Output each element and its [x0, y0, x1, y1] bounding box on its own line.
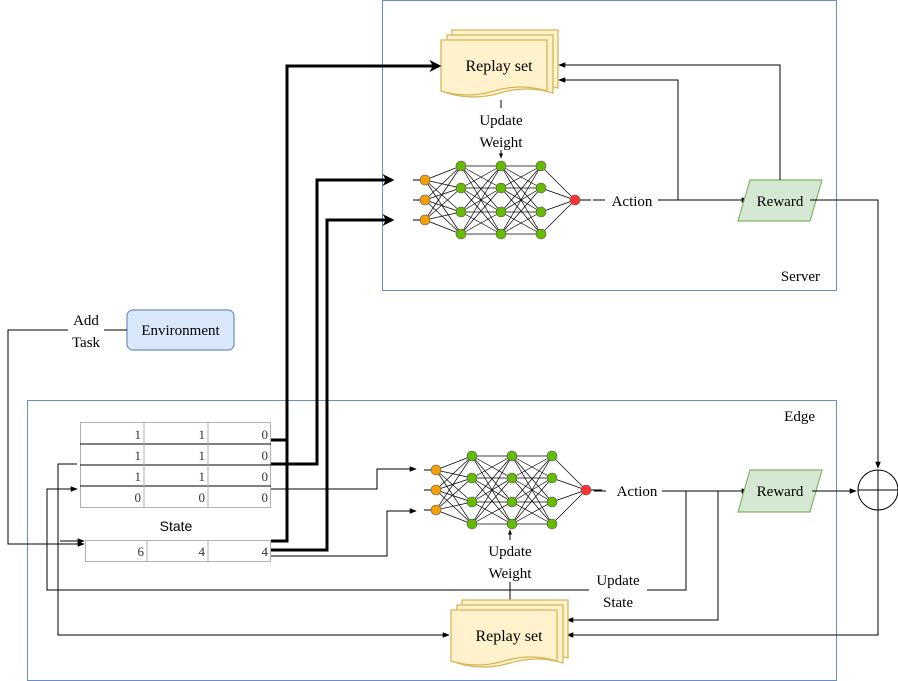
table-cell: 1 — [199, 469, 206, 484]
server-nn-hidden-node — [455, 160, 467, 172]
edge-nn-hidden-node — [546, 496, 558, 508]
edge-nn-hidden-node — [546, 450, 558, 462]
edge-nn-hidden-node — [466, 518, 478, 530]
state-vector: 6 4 4 — [85, 540, 271, 562]
server-action-label: Action — [612, 194, 653, 210]
edge-nn-hidden-node — [506, 496, 518, 508]
server-label: Server — [781, 269, 820, 285]
state-vector-cell: 6 — [138, 544, 145, 559]
edge-replay-set: Replay set — [450, 599, 569, 668]
server-nn-input-node — [419, 174, 431, 186]
edge-nn-hidden-node — [466, 472, 478, 484]
server-nn-hidden-node — [455, 182, 467, 194]
sum-node — [857, 469, 898, 511]
edge-label: Edge — [784, 409, 815, 425]
edge-nn-output-node — [580, 484, 592, 496]
server-panel — [382, 0, 837, 291]
server-nn-hidden-node — [495, 182, 507, 194]
server-reward-label: Reward — [757, 194, 804, 210]
server-nn-input-node — [419, 194, 431, 206]
table-cell: 0 — [262, 448, 269, 463]
table-cell: 0 — [135, 490, 142, 505]
server-nn-hidden-node — [495, 228, 507, 240]
server-nn-hidden-node — [535, 182, 547, 194]
edge-update-label: Update — [488, 544, 532, 560]
edge-nn-input-node — [430, 504, 442, 516]
edge-nn-hidden-node — [466, 496, 478, 508]
edge-update-state-line1: Update — [596, 573, 640, 589]
table-cell: 0 — [262, 490, 269, 505]
server-nn-hidden-node — [455, 206, 467, 218]
edge-nn-hidden-node — [546, 472, 558, 484]
edge-replay-label: Replay set — [475, 628, 543, 645]
table-cell: 1 — [135, 427, 142, 442]
server-update-label: Update — [479, 113, 523, 129]
server-nn-output-node — [569, 194, 581, 206]
server-weight-label: Weight — [480, 135, 524, 151]
server-nn-hidden-node — [535, 206, 547, 218]
server-replay-label: Replay set — [465, 58, 533, 75]
state-vector-cell: 4 — [199, 544, 206, 559]
server-nn-input-node — [419, 214, 431, 226]
task-label: Task — [72, 335, 101, 351]
server-nn-hidden-node — [495, 206, 507, 218]
edge-reward-label: Reward — [757, 484, 804, 500]
add-label: Add — [73, 313, 99, 329]
edge-action-label: Action — [617, 484, 658, 500]
server-nn-hidden-node — [535, 228, 547, 240]
edge-nn-hidden-node — [506, 450, 518, 462]
edge-update-state-line2: State — [603, 595, 633, 611]
edge-nn-hidden-node — [506, 472, 518, 484]
edge-nn-hidden-node — [466, 450, 478, 462]
edge-nn-hidden-node — [506, 518, 518, 530]
edge-nn-hidden-node — [546, 518, 558, 530]
edge-nn-input-node — [430, 464, 442, 476]
table-cell: 0 — [199, 490, 206, 505]
environment-box: Environment — [126, 309, 235, 351]
table-cell: 1 — [199, 448, 206, 463]
state-vector-cell: 4 — [262, 544, 269, 559]
server-neural-network — [413, 160, 591, 240]
server-nn-hidden-node — [455, 228, 467, 240]
edge-neural-network — [424, 450, 602, 530]
table-cell: 0 — [262, 469, 269, 484]
server-nn-hidden-node — [495, 160, 507, 172]
edge-reward: Reward — [737, 469, 823, 513]
edge-nn-input-node — [430, 484, 442, 496]
table-cell: 1 — [135, 469, 142, 484]
edge-weight-label: Weight — [489, 566, 533, 582]
server-nn-hidden-node — [535, 160, 547, 172]
server-reward: Reward — [737, 179, 823, 222]
server-replay-set: Replay set — [440, 29, 559, 98]
environment-label: Environment — [141, 323, 220, 339]
state-label: State — [160, 518, 193, 534]
table-cell: 0 — [262, 427, 269, 442]
table-cell: 1 — [135, 448, 142, 463]
table-cell: 1 — [199, 427, 206, 442]
edge-state-table: 1 1 0 1 1 0 1 1 0 0 0 0 — [80, 422, 271, 508]
